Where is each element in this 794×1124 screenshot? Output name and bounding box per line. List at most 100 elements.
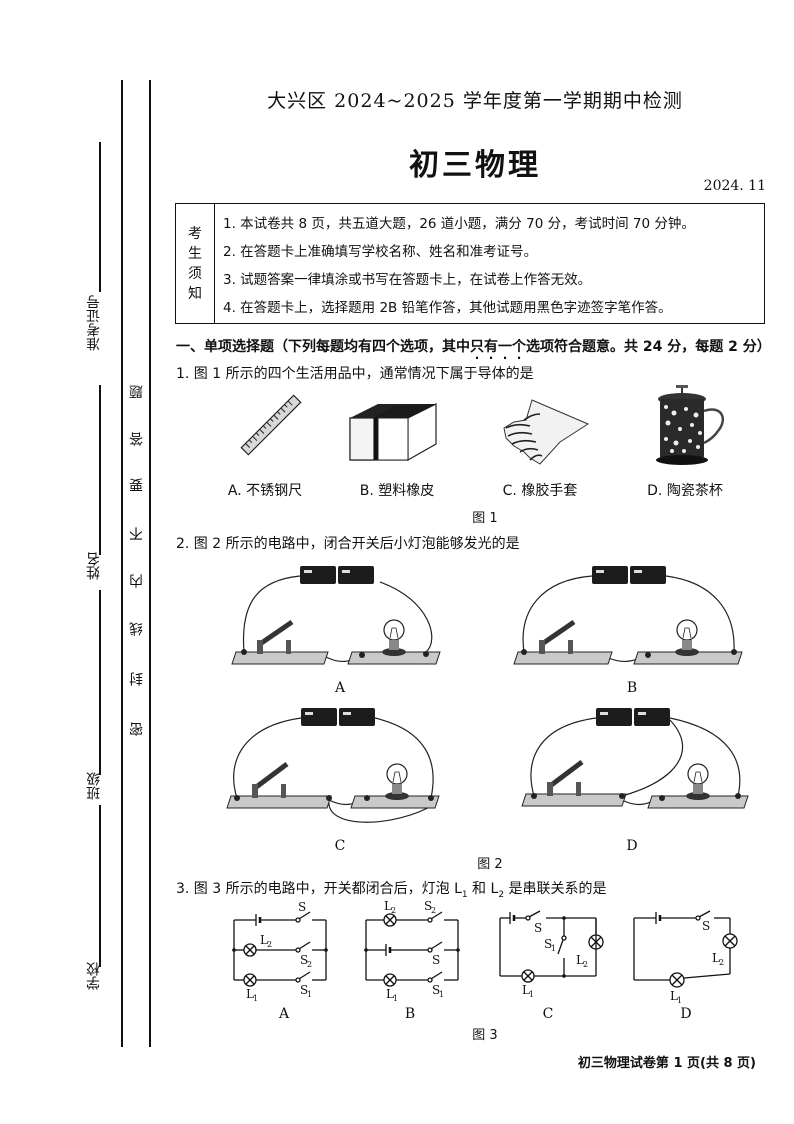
- svg-text:1: 1: [393, 994, 398, 1003]
- svg-text:2: 2: [307, 960, 312, 969]
- subject-title: 初三物理: [409, 148, 541, 183]
- svg-text:2: 2: [719, 958, 724, 967]
- ceramic-cup-icon: [656, 385, 724, 465]
- label-s1: S: [544, 937, 552, 951]
- label-s1: S: [432, 983, 440, 997]
- label-l1: L: [522, 983, 530, 997]
- svg-text:1: 1: [253, 994, 258, 1003]
- notice-label-char: 知: [188, 285, 202, 302]
- question-3-text: 3. 图 3 所示的电路中，开关都闭合后，灯泡 L1 和 L2 是串联关系的是: [176, 878, 607, 900]
- q3-option-d[interactable]: D: [680, 1006, 692, 1022]
- exam-date: 2024. 11: [703, 178, 766, 194]
- section-title-prefix: 一、单项选择题（下列每题均有四个选项，其中: [176, 339, 470, 355]
- exam-id-underline: [99, 142, 101, 292]
- notice-label: 考 生 须 知: [176, 204, 215, 323]
- label-l1: L: [246, 987, 254, 1001]
- svg-text:1: 1: [677, 996, 682, 1005]
- q3-option-a[interactable]: A: [278, 1006, 290, 1022]
- label-s: S: [702, 919, 710, 933]
- q3-subscript: 1: [461, 889, 468, 900]
- q2-option-a[interactable]: A: [334, 680, 346, 696]
- page-footer: 初三物理试卷第 1 页(共 8 页): [577, 1056, 756, 1071]
- seal-char: 题: [129, 385, 145, 399]
- label-l2: L: [712, 951, 720, 965]
- svg-text:1: 1: [529, 990, 534, 999]
- seal-char: 线: [129, 622, 145, 636]
- circuit-photo-a[interactable]: [230, 560, 450, 670]
- label-s1: S: [300, 983, 308, 997]
- label-l1: L: [670, 989, 678, 1003]
- circuit-photo-d[interactable]: [518, 700, 749, 830]
- emphasis-dotted: 只有一个: [470, 339, 526, 355]
- q1-option-b[interactable]: B. 塑料橡皮: [359, 483, 435, 499]
- question-2-text: 2. 图 2 所示的电路中，闭合开关后小灯泡能够发光的是: [176, 536, 520, 552]
- label-s: S: [432, 953, 440, 967]
- section-title: 一、单项选择题（下列每题均有四个选项，其中只有一个选项符合题意。共 24 分，每…: [176, 336, 771, 356]
- q3-text-part: 3. 图 3 所示的电路中，开关都闭合后，灯泡 L: [176, 881, 462, 897]
- svg-text:2: 2: [267, 940, 272, 949]
- rubber-gloves-icon: [503, 399, 590, 465]
- emphasis-char: 有: [484, 339, 498, 355]
- seal-char: 内: [129, 574, 145, 588]
- name-underline: [99, 385, 101, 555]
- svg-text:1: 1: [439, 990, 444, 999]
- q3-subscript: 2: [498, 889, 505, 900]
- q3-text-part: 和 L: [467, 881, 499, 897]
- emphasis-char: 只: [470, 339, 484, 355]
- q1-option-a[interactable]: A. 不锈钢尺: [227, 483, 303, 499]
- svg-text:1: 1: [307, 990, 312, 999]
- label-s2: S: [300, 953, 308, 967]
- seal-char: 密: [129, 722, 145, 736]
- q2-option-b[interactable]: B: [626, 680, 638, 696]
- notice-label-char: 须: [188, 265, 202, 282]
- circuit-photo-b[interactable]: [512, 560, 743, 670]
- svg-text:2: 2: [391, 906, 396, 915]
- notice-items: 1. 本试卷共 8 页，共五道大题，26 道小题，满分 70 分，考试时间 70…: [215, 204, 764, 323]
- label-s2: S: [424, 899, 432, 913]
- figure-2-caption: 图 2: [477, 857, 503, 872]
- notice-label-char: 考: [188, 225, 202, 242]
- steel-ruler-icon: [240, 394, 302, 456]
- circuit-photo-c[interactable]: [225, 700, 445, 830]
- svg-text:2: 2: [431, 906, 436, 915]
- seal-char: 封: [129, 672, 145, 686]
- exam-id-label: 准考证号: [86, 295, 102, 351]
- name-label: 姓名: [86, 552, 102, 580]
- class-label: 班级: [86, 772, 102, 800]
- section-title-suffix: 选项符合题意。共 24 分，每题 2 分）: [526, 339, 771, 355]
- q3-option-b[interactable]: B: [404, 1006, 416, 1022]
- question-1-text: 1. 图 1 所示的四个生活用品中，通常情况下属于导体的是: [176, 366, 534, 382]
- notice-item: 2. 在答题卡上准确填写学校名称、姓名和准考证号。: [223, 244, 538, 260]
- q1-option-d[interactable]: D. 陶瓷茶杯: [647, 483, 723, 499]
- seal-char: 不: [129, 527, 145, 541]
- label-l2: L: [576, 953, 584, 967]
- q2-option-d[interactable]: D: [626, 838, 638, 854]
- q1-option-c[interactable]: C. 橡胶手套: [502, 483, 578, 499]
- binding-line-outer: [121, 80, 123, 1047]
- candidate-notice-box: 考 生 须 知 1. 本试卷共 8 页，共五道大题，26 道小题，满分 70 分…: [175, 203, 765, 324]
- q2-option-c[interactable]: C: [334, 838, 346, 854]
- notice-item: 4. 在答题卡上，选择题用 2B 铅笔作答，其他试题用黑色字迹签字笔作答。: [223, 300, 672, 316]
- svg-text:1: 1: [551, 944, 556, 953]
- label-l2: L: [260, 933, 268, 947]
- seal-char: 答: [129, 432, 145, 446]
- seal-char: 要: [129, 478, 145, 492]
- notice-item: 1. 本试卷共 8 页，共五道大题，26 道小题，满分 70 分，考试时间 70…: [223, 216, 695, 232]
- class-underline: [99, 590, 101, 775]
- emphasis-char: 个: [512, 339, 526, 355]
- emphasis-char: 一: [498, 339, 512, 355]
- label-s: S: [298, 900, 306, 914]
- q3-text-part: 是串联关系的是: [504, 881, 607, 897]
- plastic-eraser-icon: [349, 403, 437, 462]
- figure-3-caption: 图 3: [472, 1028, 498, 1043]
- q3-option-c[interactable]: C: [542, 1006, 554, 1022]
- notice-label-char: 生: [188, 245, 202, 262]
- label-l1: L: [386, 987, 394, 1001]
- school-underline: [99, 805, 101, 967]
- exam-title: 大兴区 2024~2025 学年度第一学期期中检测: [267, 90, 683, 112]
- svg-text:2: 2: [583, 960, 588, 969]
